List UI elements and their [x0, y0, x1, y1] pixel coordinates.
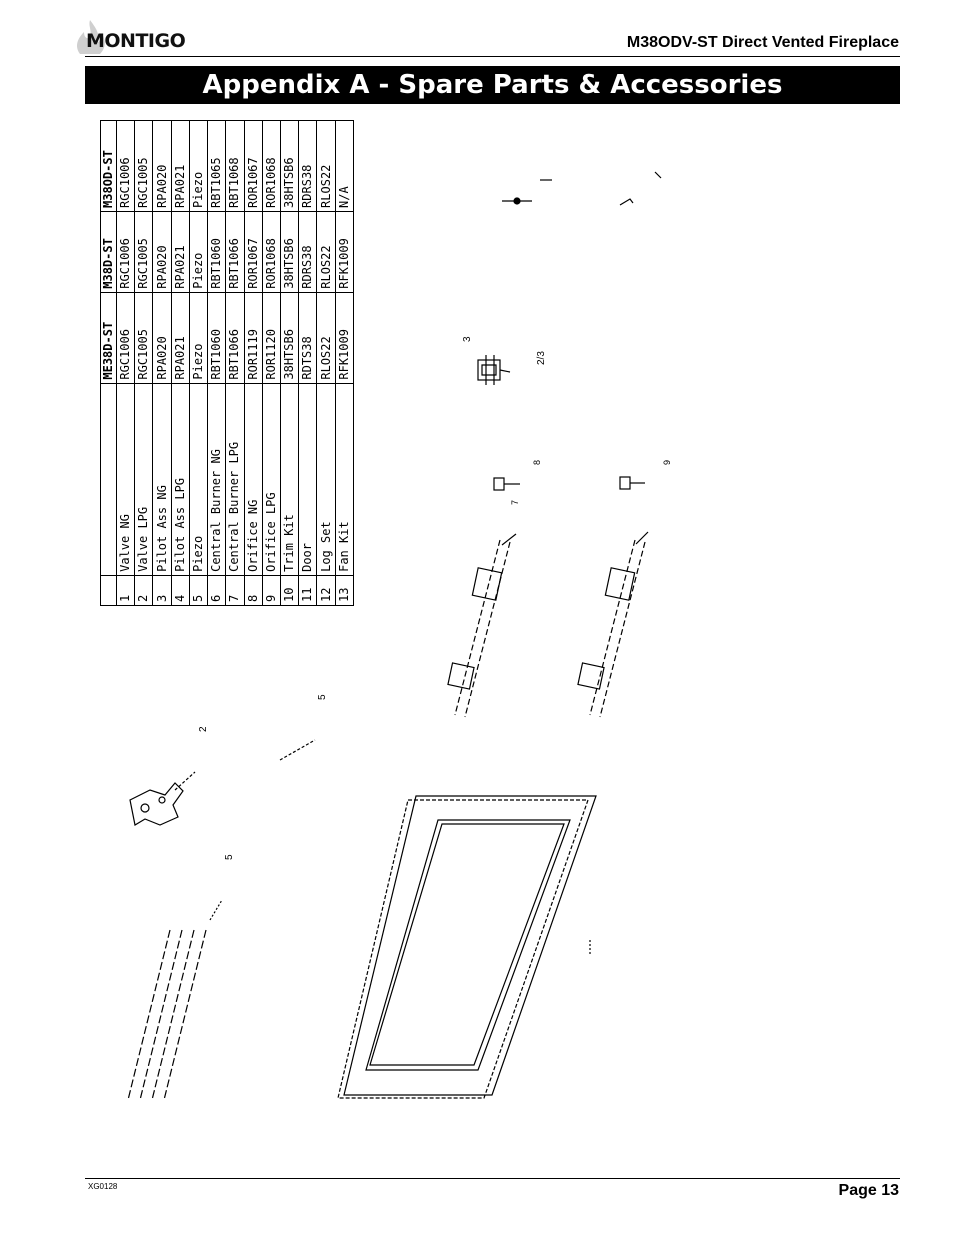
- valve-assembly: 2/3: [477, 351, 547, 385]
- page-title: Appendix A - Spare Parts & Accessories: [85, 66, 900, 104]
- exploded-parts-diagram: 2/3 8 9 7 5: [100, 160, 700, 1120]
- footer-rule: [85, 1178, 900, 1179]
- document-title: M38ODV-ST Direct Vented Fireplace: [626, 34, 899, 51]
- brand-name: MONTIGO: [86, 30, 186, 52]
- central-burner-lpg: [577, 531, 649, 718]
- trim-kit: 5 3: [127, 336, 473, 1101]
- page-number: Page 13: [838, 1182, 899, 1199]
- central-burner-ng: 7: [447, 500, 520, 718]
- callout-label: 5: [317, 694, 328, 700]
- callout-label: 9: [662, 460, 672, 465]
- callout-label: 2/3: [536, 351, 547, 365]
- flame-icon: [77, 20, 105, 54]
- callout-label: 3: [462, 336, 473, 342]
- door-frame: [337, 795, 597, 1099]
- montigo-logo: MONTIGO: [72, 20, 186, 56]
- document-code: XG0128: [88, 1182, 118, 1191]
- callout-label: 8: [532, 460, 542, 465]
- callout-label: 5: [224, 854, 235, 860]
- small-fittings-top: [502, 171, 662, 206]
- pilot-assembly: 2: [129, 726, 209, 826]
- header-rule: [85, 56, 900, 57]
- piezo-wire: 5: [279, 694, 328, 761]
- orifice-parts: 8 9: [493, 460, 672, 491]
- callout-label: 7: [510, 500, 520, 505]
- callout-label: 2: [198, 726, 209, 732]
